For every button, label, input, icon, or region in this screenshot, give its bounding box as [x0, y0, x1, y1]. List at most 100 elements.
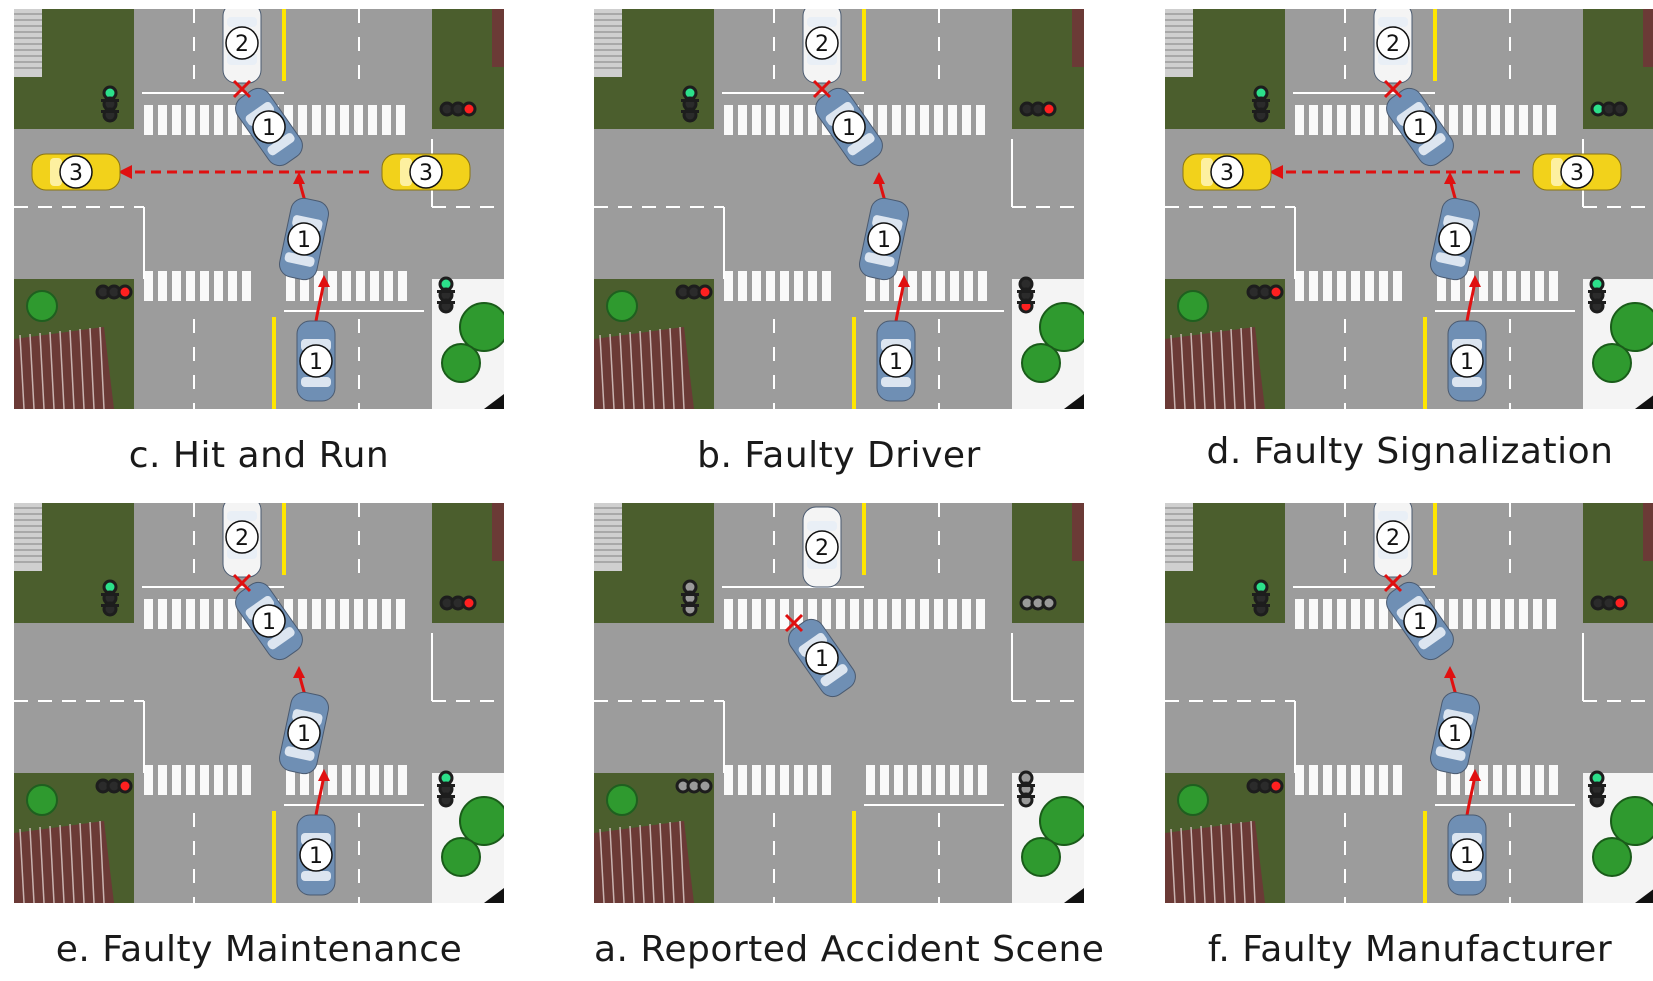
- corner-shadow: [1635, 395, 1653, 409]
- traffic-light-top-left-icon: [681, 579, 699, 617]
- bush-icon: [26, 290, 58, 322]
- vehicle-1-impact: 1: [1386, 87, 1454, 167]
- bush-icon: [1177, 784, 1209, 816]
- building-top-left: [1165, 9, 1193, 77]
- panel-caption: f. Faulty Manufacturer: [1207, 929, 1613, 970]
- traffic-light-top-right-icon: [1019, 101, 1057, 117]
- house-bottom-left: [594, 326, 694, 409]
- tree-icon: [1592, 837, 1632, 877]
- roof-top-right: [1643, 503, 1653, 561]
- vehicle-3-right: 3: [381, 153, 471, 191]
- arrow-head: [1444, 666, 1456, 678]
- vehicle-number: 1: [297, 722, 311, 747]
- vehicle-number: 2: [235, 526, 249, 551]
- vehicle-number: 2: [815, 536, 829, 561]
- vehicle-2: 2: [1373, 9, 1413, 84]
- traffic-light-bottom-right-icon: [437, 276, 455, 314]
- arrow-head: [1469, 275, 1481, 287]
- traffic-light-top-right-icon: [1590, 101, 1628, 117]
- vehicle-number: 1: [815, 647, 829, 672]
- collision-mark: [232, 573, 252, 593]
- vehicle-number: 1: [842, 116, 856, 141]
- vehicle-number: 1: [262, 610, 276, 635]
- arrow-head: [293, 666, 305, 678]
- vehicle-number: 1: [1460, 350, 1474, 375]
- arrow-head: [293, 172, 305, 184]
- vehicle-1-start: 1: [1447, 814, 1487, 896]
- collision-mark: [1383, 79, 1403, 99]
- corner-shadow: [484, 888, 504, 903]
- roof-top-right: [1643, 9, 1653, 67]
- vehicle-number: 2: [815, 32, 829, 57]
- vehicle-1-start: 1: [1447, 320, 1487, 402]
- vehicle-number: 1: [309, 844, 323, 869]
- arrow-head: [318, 769, 330, 781]
- building-top-left: [1165, 503, 1193, 571]
- bush-icon: [1177, 290, 1209, 322]
- vehicle-2: 2: [1373, 503, 1413, 578]
- vehicle-1-middle: 1: [1430, 691, 1480, 775]
- vehicle-1-impact: 1: [1386, 581, 1454, 661]
- intersection-diagram: 2 1 1 1: [14, 503, 504, 903]
- arrow-head: [1469, 769, 1481, 781]
- crosswalk: [724, 765, 831, 795]
- vehicle-2: 2: [802, 506, 842, 588]
- vehicle-number: 1: [297, 228, 311, 253]
- tree-icon: [1021, 837, 1061, 877]
- traffic-light-bottom-right-icon: [1588, 770, 1606, 808]
- vehicle-number: 1: [889, 350, 903, 375]
- arrow-head: [873, 172, 885, 184]
- traffic-light-top-right-icon: [1019, 595, 1057, 611]
- arrow-head: [118, 165, 132, 179]
- vehicle-number: 2: [235, 32, 249, 57]
- vehicle-number: 1: [1413, 116, 1427, 141]
- traffic-light-top-right-icon: [439, 595, 477, 611]
- vehicle-1-middle: 1: [279, 691, 329, 775]
- vehicle-1-impact: 1: [235, 87, 303, 167]
- vehicle-1-middle: 1: [279, 197, 329, 281]
- roof-top-right: [1072, 9, 1084, 67]
- vehicle-3-right: 3: [1532, 153, 1622, 191]
- vehicle-2: 2: [802, 9, 842, 84]
- corner-shadow: [1064, 394, 1084, 409]
- vehicle-number: 1: [1448, 722, 1462, 747]
- vehicle-1-middle: 1: [1430, 197, 1480, 281]
- vehicle-1-impact: 1: [788, 618, 856, 698]
- vehicle-number: 1: [1448, 228, 1462, 253]
- intersection-diagram: 21: [594, 503, 1084, 903]
- vehicle-1-impact: 1: [815, 87, 883, 167]
- traffic-light-top-right-icon: [1590, 595, 1628, 611]
- bush-icon: [26, 784, 58, 816]
- traffic-light-top-right-icon: [439, 101, 477, 117]
- collision-mark: [1383, 573, 1403, 593]
- collision-mark: [232, 79, 252, 99]
- tree-icon: [441, 837, 481, 877]
- panel-caption: a. Reported Accident Scene: [594, 929, 1105, 970]
- tree-icon: [1610, 796, 1653, 846]
- vehicle-number: 1: [309, 350, 323, 375]
- traffic-light-bottom-left-icon: [1246, 778, 1284, 794]
- arrow-head: [898, 275, 910, 287]
- vehicle-2: 2: [222, 9, 262, 84]
- house-bottom-left: [1165, 820, 1265, 903]
- vehicle-number: 1: [262, 116, 276, 141]
- house-bottom-left: [14, 326, 114, 409]
- corner-shadow: [1064, 888, 1084, 903]
- traffic-light-bottom-left-icon: [95, 778, 133, 794]
- vehicle-1-start: 1: [296, 814, 336, 896]
- vehicle-1-start: 1: [876, 320, 916, 402]
- traffic-light-bottom-right-icon: [1017, 770, 1035, 808]
- roof-top-right: [492, 503, 504, 561]
- panel-caption: c. Hit and Run: [128, 435, 390, 476]
- traffic-light-bottom-right-icon: [437, 770, 455, 808]
- tree-icon: [459, 796, 504, 846]
- traffic-light-bottom-left-icon: [675, 778, 713, 794]
- corner-shadow: [1635, 889, 1653, 903]
- traffic-light-bottom-right-icon: [1017, 276, 1035, 314]
